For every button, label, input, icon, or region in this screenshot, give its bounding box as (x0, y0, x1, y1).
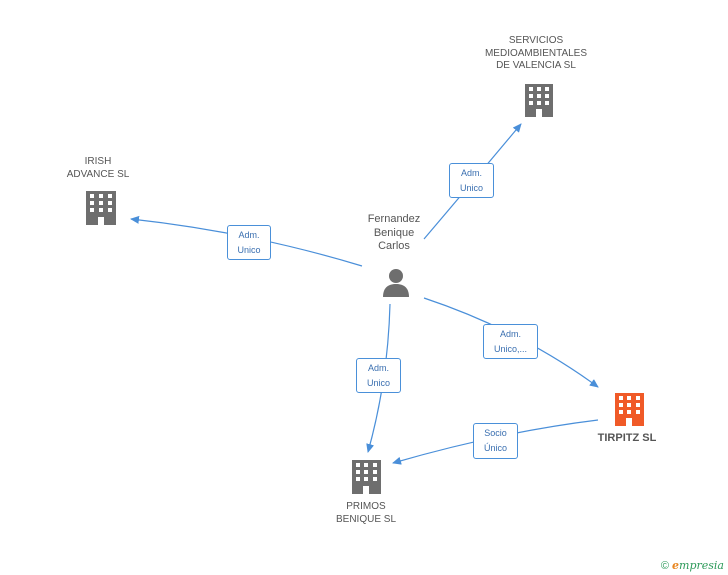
company-name-line: TIRPITZ SL (597, 432, 657, 444)
building-icon (525, 84, 553, 117)
footer-brand[interactable]: © empresia (661, 559, 724, 572)
edge-label-line: Unico (366, 378, 390, 388)
person-name-line: Benique (373, 226, 415, 239)
edge-label-line: Unico (237, 245, 261, 255)
copyright-symbol: © (660, 560, 669, 572)
edge-label-line: Adm. (460, 168, 482, 178)
building-icon (352, 460, 381, 494)
company-label-primos[interactable]: PRIMOS BENIQUE SL (316, 501, 416, 526)
company-name-line: MEDIOAMBIENTALES (484, 47, 588, 59)
building-icon (86, 191, 116, 225)
edge-label-line: Unico,... (493, 344, 527, 354)
company-label-irish[interactable]: IRISH ADVANCE SL (48, 156, 148, 181)
edge-label-line: Adm. (238, 230, 260, 240)
edge-label-tirpitz-to-primos[interactable]: Socio Único (473, 423, 518, 459)
person-name-line: Carlos (378, 240, 410, 252)
company-name-line: PRIMOS (346, 501, 386, 512)
edge-label-line: Unico (459, 183, 483, 193)
company-name-line: SERVICIOS (508, 35, 564, 46)
person-icon (383, 269, 409, 297)
brand-logo-e: e (672, 559, 680, 572)
company-name-line: DE VALENCIA SL (496, 60, 576, 71)
brand-logo-rest: mpresia (679, 559, 724, 572)
company-name-line: ADVANCE SL (66, 168, 130, 180)
edge-label-line: Socio (484, 428, 507, 438)
person-name-line: Fernandez (367, 213, 421, 225)
company-label-tirpitz[interactable]: TIRPITZ SL (577, 432, 677, 445)
person-label[interactable]: Fernandez Benique Carlos (344, 213, 444, 254)
company-label-servicios[interactable]: SERVICIOS MEDIOAMBIENTALES DE VALENCIA S… (476, 35, 596, 73)
brand-logo: empresia (672, 559, 724, 572)
edge-label-line: Adm. (367, 363, 389, 373)
edge-label-to-primos[interactable]: Adm. Unico (356, 358, 401, 393)
edge-label-to-servicios[interactable]: Adm. Unico (449, 163, 494, 198)
company-name-line: IRISH (84, 156, 112, 167)
edge-label-to-irish[interactable]: Adm. Unico (227, 225, 271, 260)
edge-label-line: Adm. (499, 329, 521, 339)
edge-label-line: Único (483, 443, 507, 453)
edge-label-to-tirpitz[interactable]: Adm. Unico,... (483, 324, 538, 359)
building-icon-main (615, 393, 644, 426)
company-name-line: BENIQUE SL (335, 513, 397, 525)
